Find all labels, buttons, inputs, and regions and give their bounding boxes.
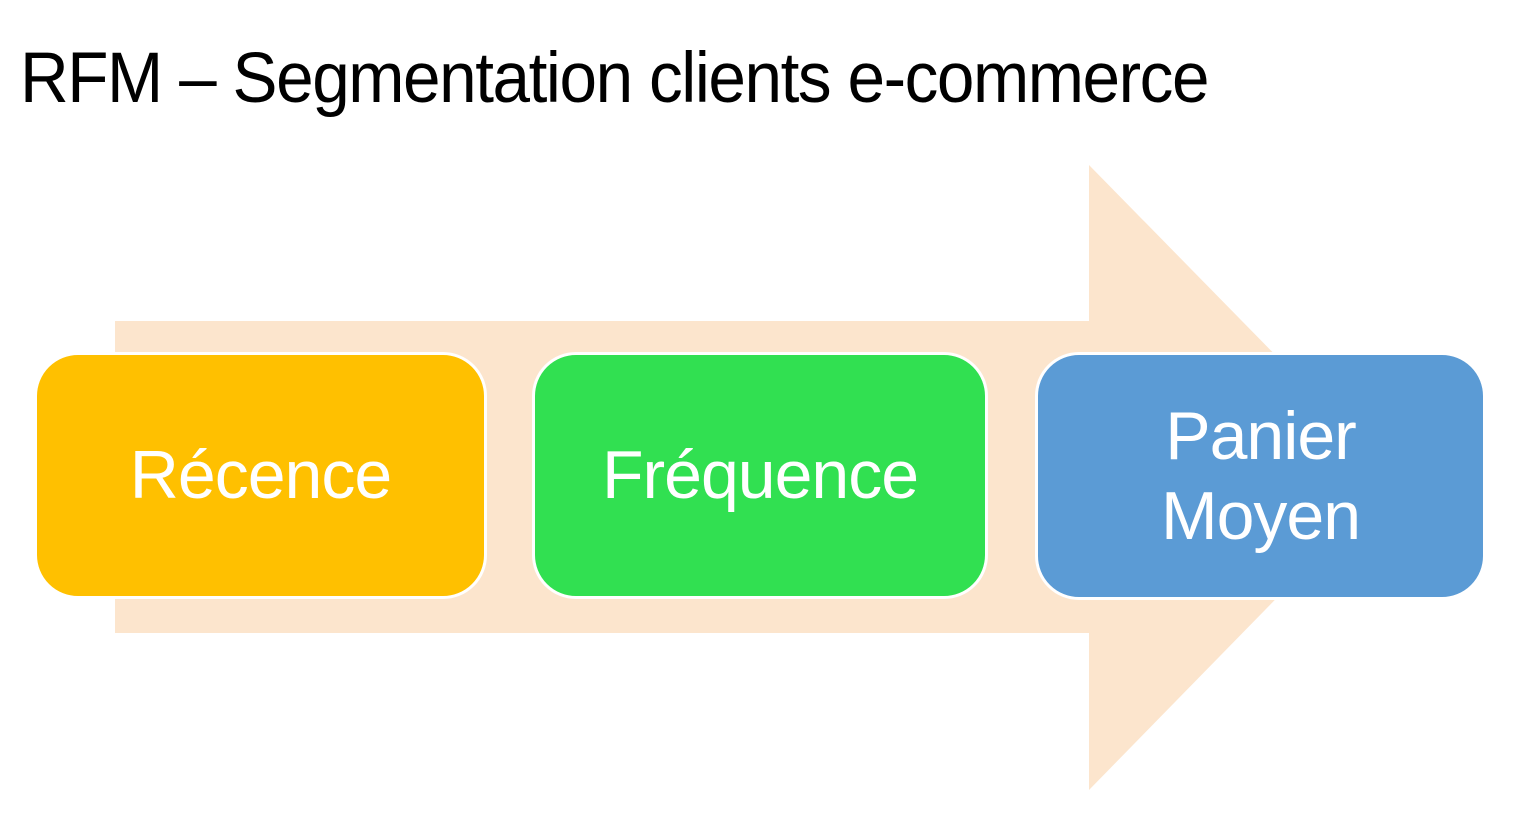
step-label-recence: Récence <box>129 437 392 514</box>
slide-title: RFM – Segmentation clients e-commerce <box>20 39 1209 118</box>
step-box-recence: Récence <box>34 352 487 599</box>
step-label-frequence: Fréquence <box>601 437 919 514</box>
step-box-frequence: Fréquence <box>532 352 988 599</box>
step-box-panier-moyen: Panier Moyen <box>1035 352 1486 600</box>
step-label-panier-moyen: Panier Moyen <box>1160 397 1361 554</box>
